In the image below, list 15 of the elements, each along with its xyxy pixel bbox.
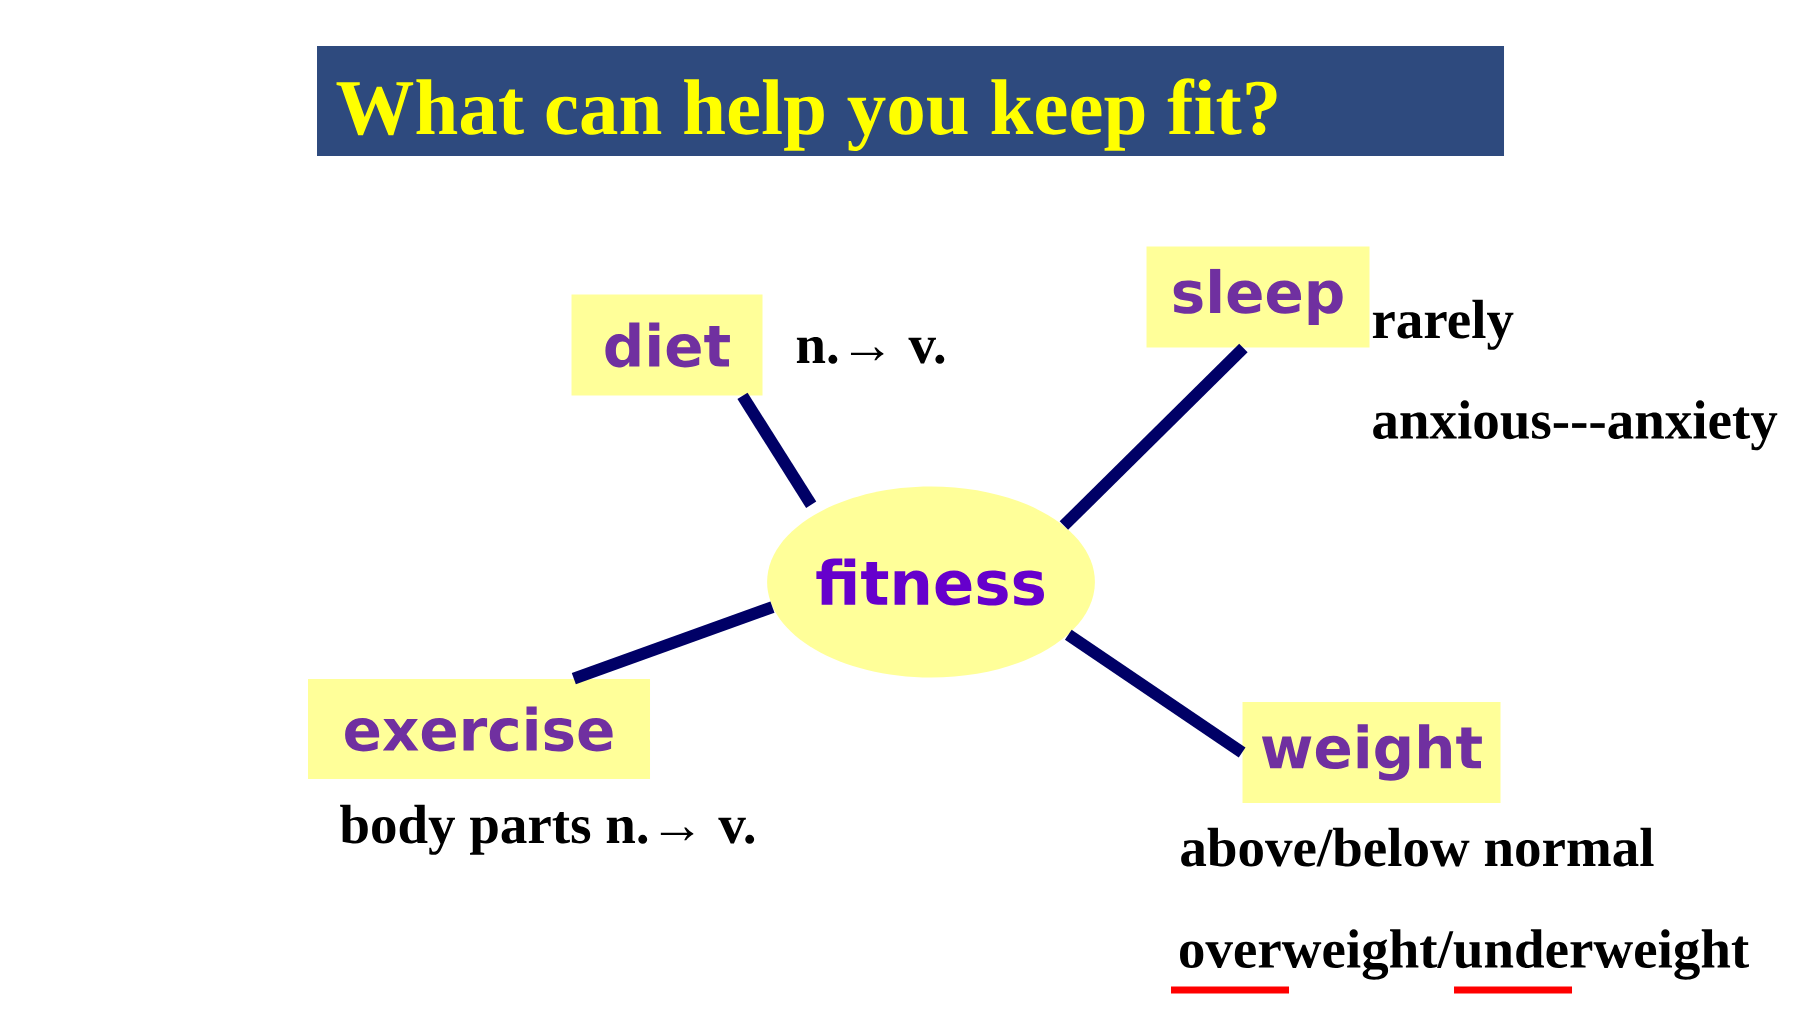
note-text: body parts n.→ v. bbox=[340, 804, 755, 855]
connector-line bbox=[1064, 629, 1246, 758]
note-text: above/below normal bbox=[1181, 827, 1654, 867]
title-banner: What can help you keep fit? bbox=[317, 46, 1504, 156]
note-text: overweight/underweight bbox=[1180, 929, 1749, 980]
topic-box: exercise bbox=[308, 679, 650, 779]
connector-line bbox=[737, 392, 817, 508]
note-text: rarely bbox=[1372, 299, 1514, 350]
note-text: n.→ v. bbox=[796, 337, 945, 364]
topic-box: weight bbox=[1242, 702, 1501, 803]
note-text: anxious---anxiety bbox=[1373, 400, 1778, 451]
topic-box: diet bbox=[571, 294, 763, 396]
connector-line bbox=[571, 601, 775, 685]
topic-box: sleep bbox=[1146, 246, 1370, 348]
connector-line bbox=[1059, 343, 1248, 530]
